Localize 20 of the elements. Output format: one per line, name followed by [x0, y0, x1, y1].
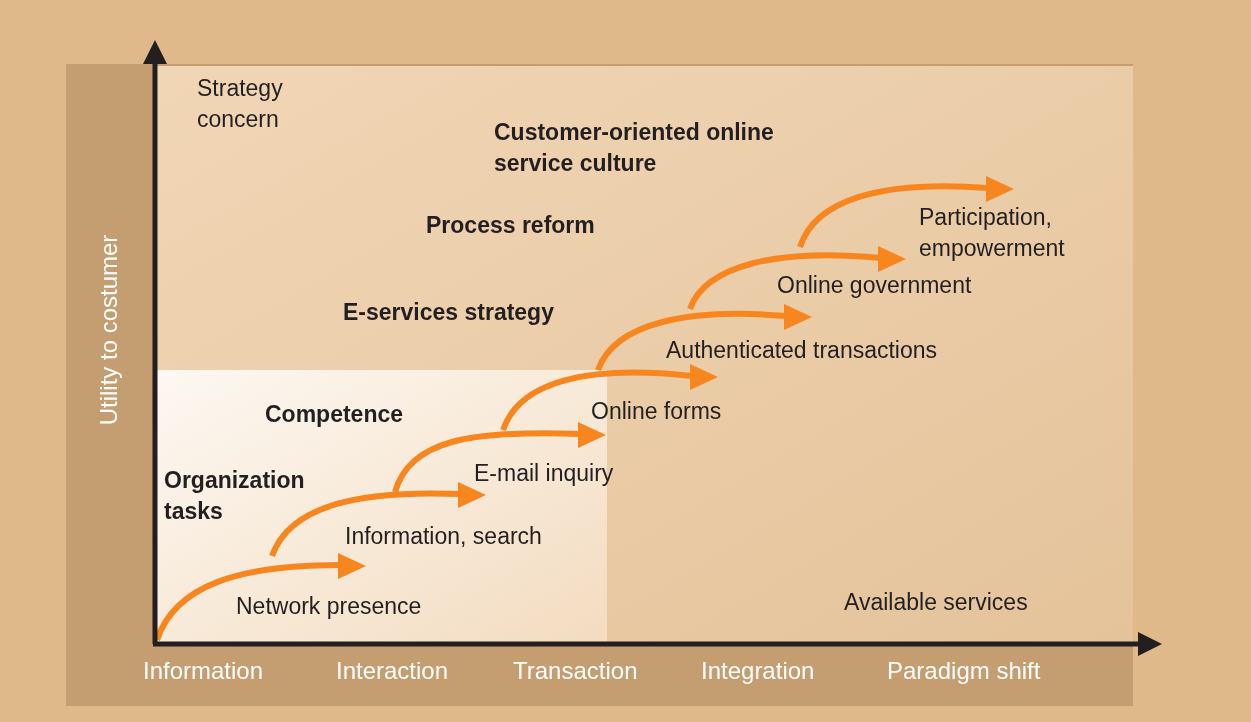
service-label: Authenticated transactions	[666, 336, 939, 365]
axis-tick-label: Information	[143, 656, 264, 686]
axis-tick-label: Paradigm shift	[887, 656, 1041, 686]
axis-title: Utility to costumer	[93, 234, 123, 426]
stage-label: Customer-oriented online service culture	[494, 118, 775, 178]
stage-label: Organization tasks	[164, 466, 306, 526]
axis-caption: Available services	[844, 588, 1029, 617]
service-label: Online government	[777, 271, 973, 300]
service-label: Network presence	[236, 592, 423, 621]
axis-tick-label: Transaction	[513, 656, 638, 686]
stage-label: Strategy concern	[197, 74, 284, 134]
stage-label: Competence	[265, 400, 405, 429]
axis-tick-label: Interaction	[336, 656, 449, 686]
axis-tick-label: Integration	[701, 656, 815, 686]
service-label: E-mail inquiry	[474, 459, 615, 488]
stage-label: Process reform	[426, 211, 596, 240]
service-label: Online forms	[591, 397, 723, 426]
service-label: Participation, empowerment	[919, 203, 1066, 263]
stage-label: E-services strategy	[343, 298, 555, 327]
service-label: Information, search	[345, 522, 543, 551]
